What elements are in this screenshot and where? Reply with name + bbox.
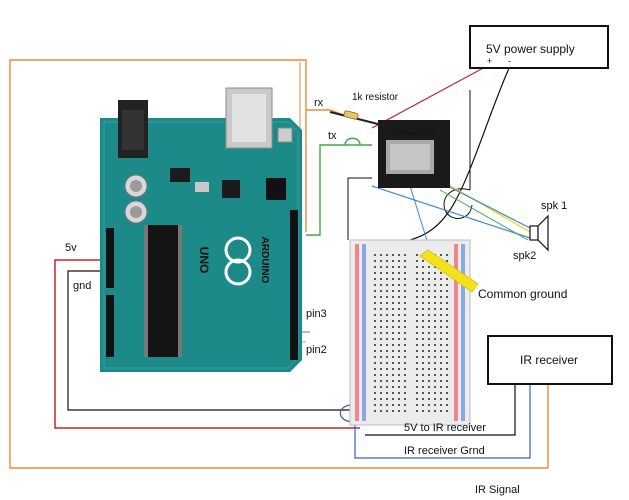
reset-button [277, 127, 293, 143]
icsp-header [266, 178, 286, 200]
pin2-label: pin2 [306, 344, 327, 356]
arduino-board: UNO ARDUINO [100, 87, 302, 372]
analog-header [106, 295, 114, 357]
ir-gnd-wire [354, 385, 531, 459]
tx-wire [306, 144, 372, 236]
power-minus-wire [409, 65, 511, 241]
dfplayer-ground-wire [347, 177, 372, 240]
digital-header [290, 210, 298, 360]
arduino-logo-icon [224, 236, 252, 286]
ir-receiver-label: IR receiver [520, 353, 578, 367]
board-uno-text: UNO [197, 247, 211, 274]
power-minus-label: - [508, 56, 511, 66]
common-ground-label: Common ground [478, 287, 567, 301]
ir-receiver-box [487, 335, 613, 385]
resistor [343, 110, 359, 120]
5v-wire [54, 259, 360, 429]
ir-signal-label: IR Signal [475, 484, 520, 496]
spk2-label: spk2 [513, 250, 536, 262]
resistor-label: 1k resistor [352, 92, 399, 103]
speaker-icon [529, 214, 549, 252]
blue-loop-1 [339, 404, 353, 423]
power-supply-box [469, 25, 609, 69]
5v-to-ir-label: 5V to IR receiver [404, 422, 486, 434]
dfplayer-label: DFPlayer Mini [395, 131, 433, 137]
gnd-wire [67, 270, 350, 411]
tx-label: tx [328, 130, 337, 142]
board-arduino-text: ARDUINO [259, 237, 270, 284]
atmega-chip [148, 225, 178, 357]
spk2-wire [371, 185, 531, 239]
common-ground-arrow [419, 249, 479, 293]
green-breadboard-wire [439, 189, 529, 241]
power-plus-label: + [487, 56, 492, 66]
ir-ground-label: IR receiver Grnd [404, 445, 485, 457]
power-plus-wire [371, 65, 488, 129]
power-supply-label: 5V power supply [486, 42, 575, 56]
spk1-label: spk 1 [541, 200, 567, 212]
ir-5v-wire [365, 385, 516, 436]
power-header [106, 228, 114, 288]
dfplayer-module: DFPlayer Mini [378, 120, 450, 188]
rx-label: rx [314, 97, 324, 109]
spk1-yellow-wire [439, 179, 531, 233]
5v-label: 5v [65, 242, 77, 254]
tx-wire-hook [344, 137, 361, 146]
pin3-label: pin3 [306, 308, 327, 320]
dfplayer-blue-down-wire [409, 185, 431, 251]
ir-signal-wire [9, 59, 549, 469]
gnd-label: gnd [73, 280, 91, 292]
